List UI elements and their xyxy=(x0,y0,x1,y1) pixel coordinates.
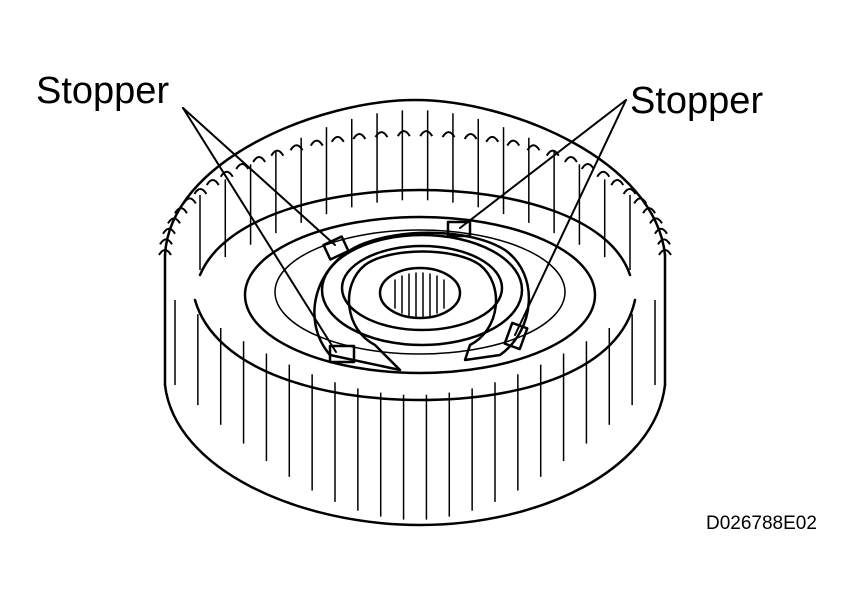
drum-vertical-ribs xyxy=(174,110,656,520)
drum-tooth xyxy=(485,135,500,143)
drum-tooth xyxy=(205,179,220,186)
drum-tooth xyxy=(167,217,181,224)
stopper-tab-bottom-right xyxy=(503,321,529,351)
drum-tooth xyxy=(352,133,367,140)
drum-tooth xyxy=(580,163,595,170)
stopper-tab-top-left xyxy=(322,235,350,261)
drum-tooth xyxy=(270,149,285,157)
drum-tooth xyxy=(182,197,197,204)
leader-right-2 xyxy=(514,99,627,336)
retainer-plate xyxy=(313,231,530,372)
stopper-tab-bottom-left xyxy=(328,344,356,364)
drum-tooth xyxy=(419,130,434,137)
drum-tooth xyxy=(622,187,637,195)
stopper-label-left: Stopper xyxy=(36,70,170,112)
hub-outer xyxy=(320,233,524,347)
drum-floor-step xyxy=(274,229,566,355)
hub-splines xyxy=(394,272,445,318)
drum-tooth xyxy=(506,139,521,147)
leader-left-2 xyxy=(182,107,337,353)
drum-bottom-edge xyxy=(163,383,667,527)
drum-tooth xyxy=(235,163,250,170)
drum-tooth xyxy=(610,179,625,186)
hub-spline-bore xyxy=(378,266,462,320)
drum-tooth xyxy=(309,139,324,147)
drum-tooth xyxy=(596,170,611,178)
drum-outer-teeth xyxy=(158,130,672,256)
drum-tooth xyxy=(658,249,672,256)
drum-tooth xyxy=(633,197,648,204)
drum-tooth xyxy=(642,207,656,214)
drum-tooth xyxy=(564,155,578,163)
stopper-tab-top-right xyxy=(446,220,472,238)
leader-left-1 xyxy=(182,107,336,246)
stopper-label-right: Stopper xyxy=(630,80,764,122)
drum-tooth xyxy=(330,135,345,143)
drum-tooth xyxy=(252,155,266,163)
drum-tooth xyxy=(654,227,668,235)
drum-tooth xyxy=(649,217,663,224)
drum-tooth xyxy=(463,133,478,140)
drum-tooth xyxy=(159,238,173,245)
drum-tooth xyxy=(158,249,172,256)
drum-tooth xyxy=(545,149,560,157)
hub-inner-ring xyxy=(340,244,504,332)
drum-tooth xyxy=(396,130,411,137)
drum-tooth xyxy=(193,187,208,195)
drum-top-rim xyxy=(163,98,667,257)
drum-tooth xyxy=(174,207,188,214)
drum-tooth xyxy=(162,227,176,235)
leader-right-1 xyxy=(459,99,627,229)
drum-inner-lip xyxy=(193,298,637,402)
drum-tooth xyxy=(657,238,671,245)
drum-floor-ring xyxy=(243,215,597,375)
figure-id: D026788E02 xyxy=(706,513,817,534)
drum-tooth xyxy=(219,170,234,178)
drum-inner-back xyxy=(198,188,632,277)
